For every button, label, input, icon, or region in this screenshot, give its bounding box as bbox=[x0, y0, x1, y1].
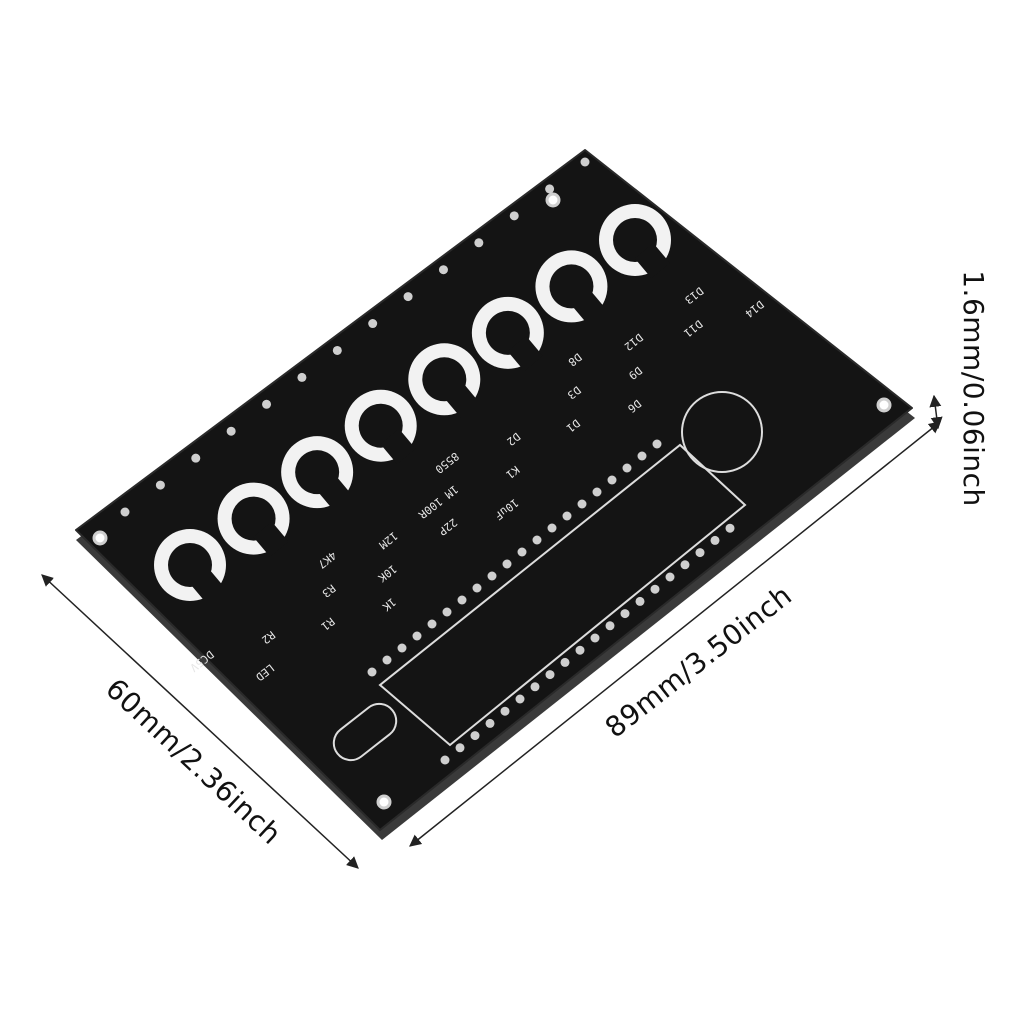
solder-pad bbox=[607, 475, 617, 485]
width-arrow bbox=[41, 574, 359, 869]
solder-pad bbox=[680, 560, 690, 570]
silkscreen-label: D8 bbox=[566, 350, 584, 368]
solder-pad bbox=[297, 372, 307, 382]
solder-pad bbox=[580, 157, 590, 167]
solder-pad bbox=[485, 718, 495, 728]
solder-pad bbox=[577, 499, 587, 509]
solder-pad bbox=[440, 755, 450, 765]
solder-pad bbox=[517, 547, 527, 557]
solder-pad bbox=[368, 319, 378, 329]
solder-pad bbox=[710, 535, 720, 545]
solder-pad bbox=[560, 657, 570, 667]
solder-pad bbox=[509, 211, 519, 221]
solder-pad bbox=[155, 480, 165, 490]
touch-pad bbox=[217, 482, 290, 557]
solder-pad bbox=[545, 184, 555, 194]
solder-pad bbox=[592, 487, 602, 497]
solder-pad bbox=[665, 572, 675, 582]
solder-pad bbox=[530, 682, 540, 692]
solder-pad bbox=[532, 535, 542, 545]
solder-pad bbox=[635, 596, 645, 606]
solder-pad bbox=[474, 238, 484, 248]
solder-pad bbox=[470, 731, 480, 741]
touch-pad bbox=[281, 436, 354, 511]
thickness-arrow bbox=[929, 394, 943, 430]
solder-pad bbox=[650, 584, 660, 594]
solder-pad bbox=[403, 292, 413, 302]
silkscreen-label: D3 bbox=[565, 383, 583, 401]
solder-pad bbox=[412, 631, 422, 641]
solder-pad bbox=[502, 559, 512, 569]
mounting-holes bbox=[92, 192, 892, 810]
length-arrow bbox=[409, 421, 941, 847]
solder-pad bbox=[226, 426, 236, 436]
solder-pad bbox=[622, 463, 632, 473]
solder-pad bbox=[515, 694, 525, 704]
solder-pad bbox=[725, 523, 735, 533]
solder-pad bbox=[191, 453, 201, 463]
touch-pad bbox=[535, 250, 608, 325]
solder-pad bbox=[438, 265, 448, 275]
solder-pad bbox=[442, 607, 452, 617]
solder-pad bbox=[590, 633, 600, 643]
solder-pad bbox=[605, 621, 615, 631]
solder-pad bbox=[262, 399, 272, 409]
touch-pad bbox=[344, 389, 417, 465]
solder-pad bbox=[575, 645, 585, 655]
solder-pad bbox=[695, 548, 705, 558]
solder-pad bbox=[427, 619, 437, 629]
silkscreen-label: D9 bbox=[626, 364, 644, 382]
solder-pad bbox=[500, 706, 510, 716]
thickness-dimension-label: 1.6mm/0.06inch bbox=[956, 270, 990, 507]
solder-pad bbox=[547, 523, 557, 533]
solder-pad bbox=[382, 655, 392, 665]
pcb-board bbox=[75, 149, 913, 831]
solder-pad bbox=[397, 643, 407, 653]
solder-pad bbox=[455, 743, 465, 753]
solder-pad bbox=[637, 451, 647, 461]
solder-pad bbox=[545, 670, 555, 680]
touch-pad bbox=[408, 343, 481, 418]
touch-pad bbox=[471, 296, 544, 372]
solder-pad bbox=[652, 439, 662, 449]
touch-pad bbox=[599, 204, 671, 279]
solder-pad bbox=[120, 507, 130, 517]
solder-pad bbox=[562, 511, 572, 521]
solder-pad bbox=[367, 667, 377, 677]
solder-pad bbox=[472, 583, 482, 593]
touch-pads bbox=[154, 204, 671, 604]
solder-pad bbox=[457, 595, 467, 605]
solder-pad bbox=[487, 571, 497, 581]
silkscreen-label: D6 bbox=[625, 397, 643, 415]
solder-pad bbox=[620, 609, 630, 619]
solder-pad bbox=[332, 345, 342, 355]
